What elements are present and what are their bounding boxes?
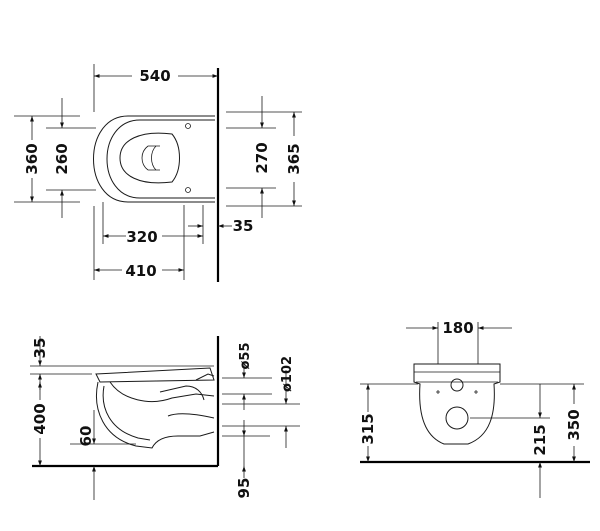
dim-215: 215 [531, 424, 549, 455]
seat-outline [95, 367, 215, 383]
dim-320: 320 [126, 228, 157, 246]
bowl-front-outline [413, 363, 501, 445]
dim-360: 360 [23, 143, 41, 174]
dim-270: 270 [253, 142, 271, 173]
outlet-circle-icon [445, 406, 469, 430]
dim-dia-55: ø55 [238, 342, 253, 369]
bowl-outer-outline [93, 115, 215, 203]
dim-95: 95 [235, 478, 253, 499]
bowl-rim-outline [106, 119, 215, 199]
bowl-inner-outline [119, 132, 180, 184]
dim-60: 60 [77, 426, 95, 447]
front-view: 180 315 215 350 [359, 319, 590, 498]
dim-260: 260 [53, 143, 71, 174]
dim-350: 350 [565, 409, 583, 440]
dim-410: 410 [125, 262, 156, 280]
side-view: 35 400 60 ø55 ø102 95 [30, 336, 300, 500]
dim-315: 315 [359, 413, 377, 444]
fixing-hole-icon [185, 187, 191, 193]
bowl-side-outline [96, 381, 215, 449]
dim-side-35: 35 [31, 338, 49, 359]
dim-540: 540 [139, 67, 170, 85]
drain-symbol-icon [141, 145, 160, 171]
dim-365: 365 [285, 143, 303, 174]
bowl-inner-line [109, 381, 215, 402]
inlet-circle-icon [450, 378, 464, 392]
dim-35: 35 [233, 217, 254, 235]
dim-180: 180 [442, 319, 473, 337]
fixing-hole-icon [185, 123, 191, 129]
top-view: 540 360 260 320 410 35 270 [14, 64, 303, 282]
dim-dia-102: ø102 [280, 356, 295, 392]
dim-400: 400 [31, 403, 49, 434]
